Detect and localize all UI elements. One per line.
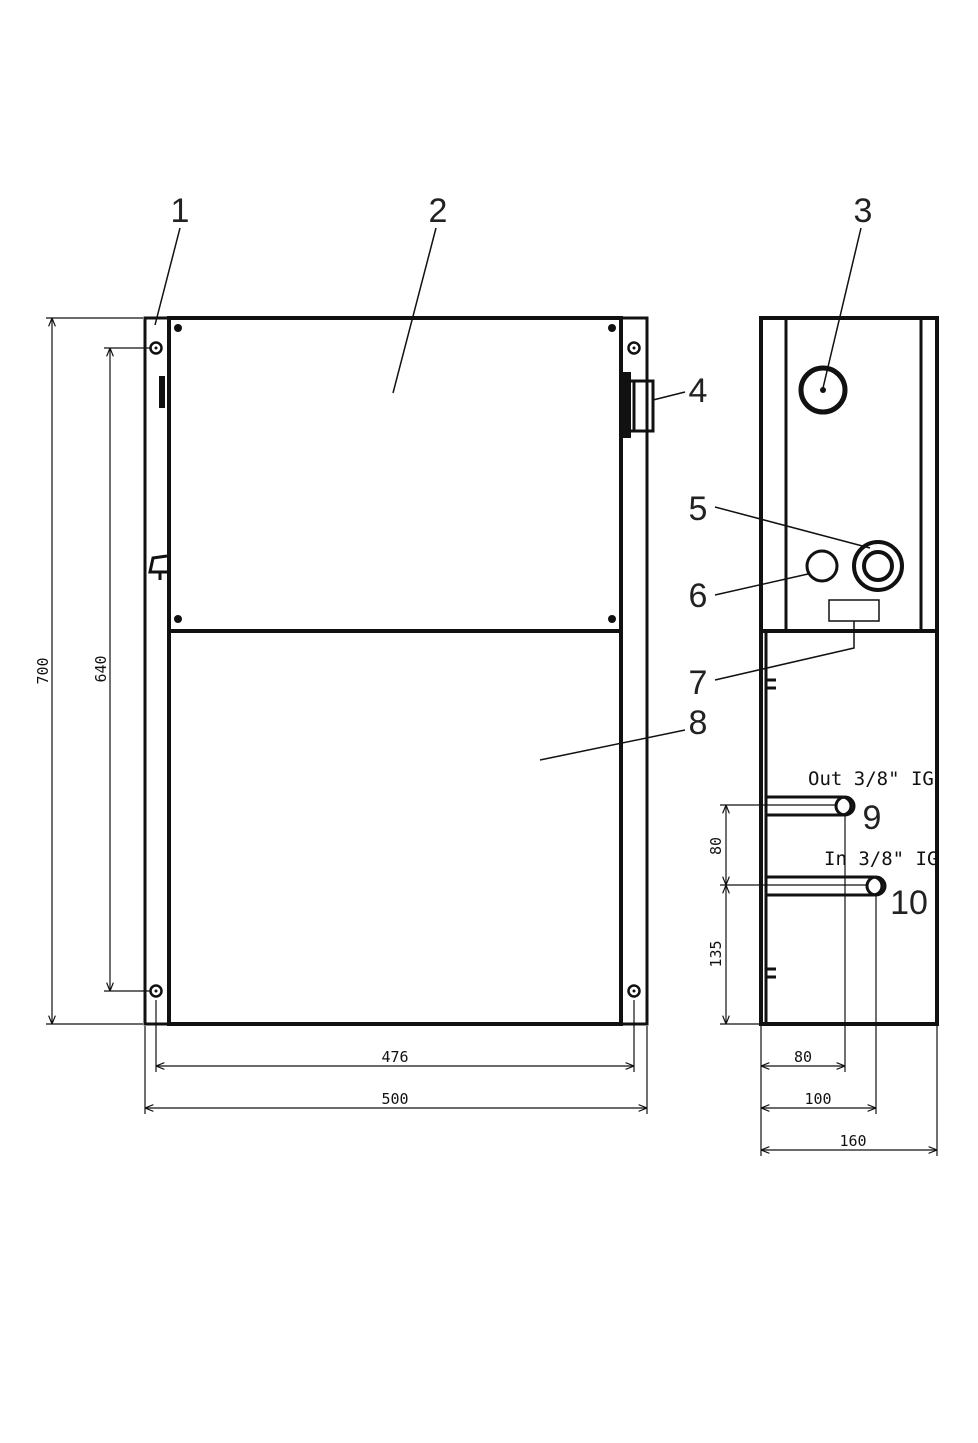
dim-in-depth: 100 — [804, 1090, 831, 1108]
callout-3: 3 — [854, 192, 873, 230]
front-view — [143, 316, 655, 1026]
notch — [766, 678, 776, 690]
side-dimensions: 80 135 80 100 160 — [707, 804, 938, 1156]
callout-8: 8 — [689, 704, 708, 742]
screw — [174, 615, 182, 623]
dim-mount-height: 640 — [92, 655, 110, 682]
inlet-pipe — [766, 875, 884, 897]
dim-conn-spacing: 80 — [707, 837, 725, 855]
callout-5: 5 — [689, 490, 708, 528]
gauge-fitting — [852, 540, 904, 592]
mounting-hole-top-left — [149, 341, 163, 355]
screw — [174, 324, 182, 332]
lower-panel — [167, 629, 623, 1026]
latch — [148, 554, 168, 580]
side-switch — [623, 372, 655, 438]
dim-out-depth: 80 — [794, 1048, 812, 1066]
side-outline — [759, 316, 939, 1026]
callout-6: 6 — [689, 577, 708, 615]
notch — [766, 967, 776, 979]
screw — [608, 615, 616, 623]
callout-numbers: 1 2 3 4 5 6 7 8 9 10 — [171, 192, 928, 922]
dim-overall-height: 700 — [34, 657, 52, 684]
screw — [608, 324, 616, 332]
callout-9: 9 — [863, 799, 882, 837]
callout-1: 1 — [171, 192, 190, 230]
top-fitting — [798, 365, 848, 415]
label-plate — [828, 599, 880, 622]
left-mounting-rail — [143, 316, 171, 1026]
callout-2: 2 — [429, 192, 448, 230]
upper-panel — [167, 316, 623, 633]
mounting-hole-bottom-left — [149, 984, 163, 998]
leader-lines — [154, 227, 871, 761]
inlet-label: In 3/8" IG — [824, 848, 938, 870]
front-dimensions: 700 640 476 500 — [34, 317, 648, 1114]
hinge — [159, 376, 165, 408]
mounting-hole-bottom-right — [627, 984, 641, 998]
dim-side-depth: 160 — [839, 1132, 866, 1150]
dim-conn-bottom: 135 — [707, 940, 725, 967]
callout-7: 7 — [689, 664, 708, 702]
round-port — [805, 549, 839, 583]
callout-10: 10 — [890, 884, 928, 922]
dim-mount-width: 476 — [381, 1048, 408, 1066]
callout-4: 4 — [689, 372, 708, 410]
dim-overall-width: 500 — [381, 1090, 408, 1108]
mounting-hole-top-right — [627, 341, 641, 355]
outlet-label: Out 3/8" IG — [808, 768, 934, 790]
